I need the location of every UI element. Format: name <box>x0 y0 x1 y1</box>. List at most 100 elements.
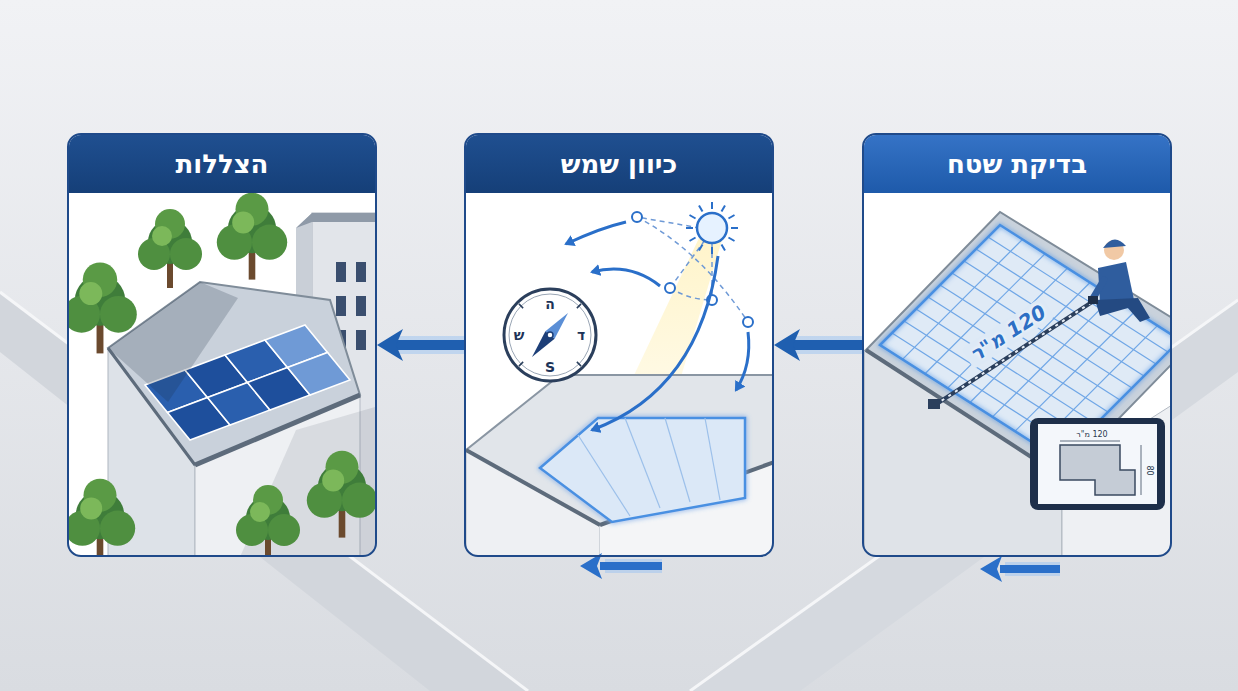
trees <box>100 296 137 333</box>
sun-path <box>632 212 642 222</box>
panel-title: כיוון שמש <box>466 135 772 193</box>
plan-dimension: 80 <box>1145 463 1154 477</box>
flow-arrow-small <box>1000 565 1060 573</box>
sun-direction-illustration <box>466 375 772 525</box>
measuring-tape <box>935 300 1095 405</box>
sun-path <box>670 288 712 300</box>
step-panel: בדיקת שטח <box>862 133 1172 557</box>
tall-building <box>336 262 346 282</box>
compass-symbol <box>519 304 523 308</box>
trees <box>342 483 375 518</box>
trees <box>100 511 135 546</box>
trees <box>152 226 172 246</box>
sun-symbol <box>711 247 713 254</box>
roof-panel-area <box>578 435 630 516</box>
tall-building <box>296 213 375 228</box>
sun-arrows <box>736 332 749 390</box>
trees <box>80 497 102 519</box>
sun-path <box>637 217 748 322</box>
connector-glow <box>391 336 464 354</box>
tall-building <box>336 296 346 316</box>
flow-arrow-small <box>580 553 602 579</box>
sun-arrows <box>566 222 626 244</box>
sun-symbol <box>699 205 703 211</box>
solar-panels <box>288 353 351 396</box>
flow-arrow-small <box>980 556 1002 582</box>
area-dimension: 120 מ"ר <box>961 297 1054 369</box>
measuring-tape <box>928 399 940 409</box>
measuring-tape <box>935 300 1095 405</box>
sun-path <box>665 283 675 293</box>
sun-path <box>743 317 753 327</box>
step-panel: כיוון שמש <box>464 133 774 557</box>
compass-letter: ש <box>513 327 526 343</box>
roof-grid <box>925 254 1045 374</box>
flow-arrow-small <box>600 562 662 570</box>
sun-symbol <box>728 238 734 242</box>
compass-symbol <box>532 331 555 357</box>
compass-symbol <box>547 332 553 338</box>
tree-shadow <box>108 282 238 402</box>
sun-symbol <box>722 205 726 211</box>
compass-symbol <box>519 304 581 366</box>
sun-symbol <box>699 244 703 250</box>
sun-path <box>637 217 700 228</box>
sun-arrows <box>592 256 718 430</box>
roof-panel-area <box>625 418 660 508</box>
measuring-tape <box>928 300 1095 409</box>
roof-panel-area <box>540 418 745 522</box>
sun-symbol <box>722 244 726 250</box>
compass-symbol <box>577 304 581 308</box>
roof-panel-area <box>665 418 690 502</box>
sun-symbol <box>731 227 738 229</box>
worker-figure <box>1095 298 1150 322</box>
worker-figure <box>1088 296 1098 304</box>
trees <box>252 225 287 260</box>
shading-illustration <box>69 193 375 555</box>
trees <box>322 469 344 491</box>
compass-symbol <box>545 313 568 339</box>
trees <box>170 238 202 270</box>
trees <box>250 502 270 522</box>
tall-building <box>356 296 366 316</box>
sun-path <box>670 240 705 288</box>
plan-dimension: 120 מ"ר <box>1074 430 1109 439</box>
sun-symbol <box>697 213 727 243</box>
connector-group <box>391 345 464 346</box>
sun-direction-illustration <box>466 202 772 555</box>
tall-building <box>356 262 366 282</box>
tall-building <box>356 330 366 350</box>
sun-symbol <box>689 215 695 219</box>
panel-title: בדיקת שטח <box>864 135 1170 193</box>
tablet <box>1141 445 1142 495</box>
shading-illustration <box>108 348 195 465</box>
compass-symbol <box>504 289 596 381</box>
worker-figure <box>1103 239 1126 248</box>
trees <box>232 211 254 233</box>
tablet <box>1060 441 1120 442</box>
sun-symbol <box>711 202 713 209</box>
trees <box>69 451 375 555</box>
compass-letter: ד <box>576 327 586 343</box>
flow-arrow-small <box>580 553 662 579</box>
sun-path <box>632 212 753 327</box>
site-survey-illustration <box>864 212 1170 555</box>
roof-panel-area <box>540 418 745 522</box>
sun-symbol <box>686 227 693 229</box>
compass-letter: ה <box>544 296 556 312</box>
roof-panel-area <box>705 418 720 500</box>
compass-letter: S <box>544 359 556 375</box>
compass-symbol <box>504 289 596 381</box>
compass-symbol <box>577 362 581 366</box>
compass-symbol <box>519 362 523 366</box>
sun-symbol <box>728 215 734 219</box>
connector-glow <box>788 336 862 354</box>
connector-group <box>788 345 862 346</box>
worker-figure <box>1088 239 1150 322</box>
